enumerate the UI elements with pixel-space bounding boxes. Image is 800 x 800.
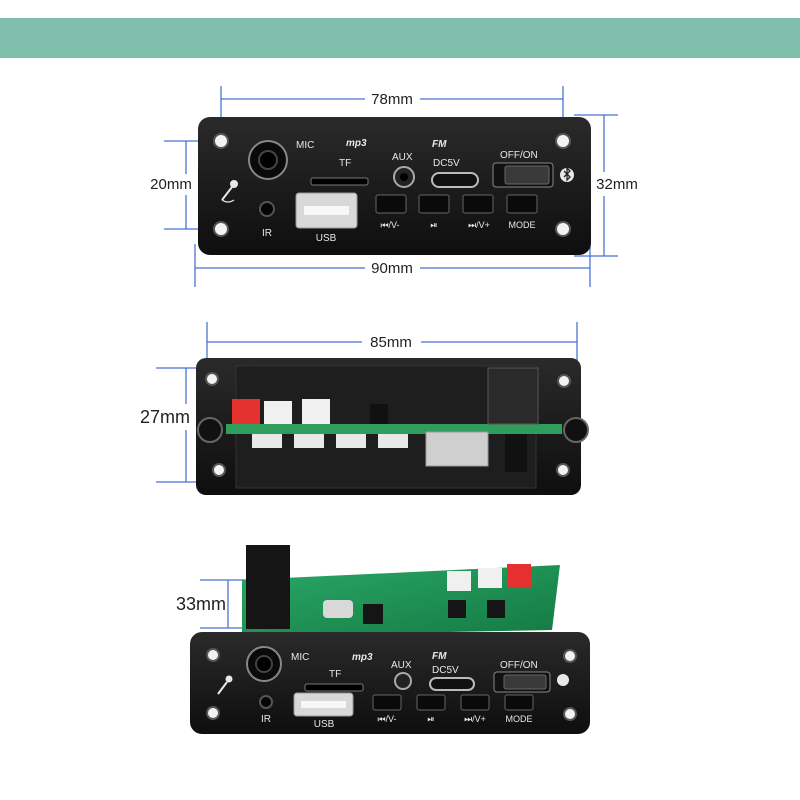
mount-screw (563, 417, 589, 443)
mic-jack-hole (255, 655, 273, 673)
tf-label-2: TF (329, 669, 341, 680)
screw-hole (563, 649, 577, 663)
tf-label: TF (339, 158, 351, 169)
screw-hole (206, 706, 220, 720)
screw-hole (206, 648, 220, 662)
tf-card-slot (304, 683, 364, 692)
chip (448, 600, 466, 618)
usb-port-tongue (301, 701, 346, 708)
offon-label: OFF/ON (500, 150, 538, 161)
red-connector (507, 564, 531, 588)
perspective-panel (190, 632, 590, 734)
screw-hole (563, 707, 577, 721)
red-connector (232, 399, 260, 424)
aux-label: AUX (392, 152, 413, 163)
ir-sensor (259, 695, 273, 709)
prev-label-2: ⏮/V- (377, 714, 396, 724)
bottom-connector (336, 434, 366, 448)
top-view: 85mm 27mm (140, 322, 589, 495)
mode-button[interactable] (504, 694, 534, 711)
mic-jack-body (246, 545, 290, 629)
tf-card-slot (310, 177, 369, 186)
bluetooth-icon (557, 674, 569, 686)
usb-label-2: USB (314, 719, 335, 730)
bottom-connector (378, 434, 408, 448)
ir-label-2: IR (261, 714, 271, 725)
power-switch-lever (504, 165, 550, 185)
microphone-icon (217, 675, 233, 695)
power-switch-block (487, 367, 539, 425)
power-switch-lever (503, 674, 547, 690)
next-button[interactable] (460, 694, 490, 711)
white-connector (302, 399, 330, 424)
mount-screw (197, 417, 223, 443)
front-view: 78mm 20mm 32mm 90mm MIC (150, 86, 638, 287)
prev-button[interactable] (372, 694, 402, 711)
chip (363, 604, 383, 624)
mode-button[interactable] (506, 194, 538, 214)
fm-logo: FM (432, 139, 447, 150)
screw-hole (213, 133, 229, 149)
prev-button[interactable] (375, 194, 407, 214)
crystal (323, 600, 353, 618)
next-label: ⏭/V+ (468, 220, 490, 230)
mic-label: MIC (296, 140, 314, 151)
dim-32-label: 32mm (596, 176, 638, 193)
offon-label-2: OFF/ON (500, 660, 538, 671)
screw-hole (555, 133, 571, 149)
dim-27-label: 27mm (140, 407, 190, 427)
white-connector (447, 571, 471, 591)
screw-hole (213, 221, 229, 237)
ir-sensor (259, 201, 275, 217)
usb-port-tongue (304, 206, 349, 215)
mp3-logo-2: mp3 (352, 652, 373, 663)
perspective-view: 33mm MIC IR mp3 TF USB FM AUX (176, 545, 590, 734)
play-label: ⏯ (430, 220, 437, 230)
play-label-2: ⏯ (427, 714, 434, 724)
mic-label-2: MIC (291, 652, 309, 663)
dim-85-label: 85mm (370, 334, 412, 351)
dc5v-label: DC5V (433, 158, 460, 169)
mode-label: MODE (509, 220, 536, 230)
dc5v-label-2: DC5V (432, 665, 459, 676)
play-button[interactable] (418, 194, 450, 214)
dim-20-label: 20mm (150, 176, 192, 193)
usb-label: USB (316, 233, 337, 244)
usb-c-port (429, 677, 475, 691)
screw-hole (556, 463, 570, 477)
top-banner (0, 18, 800, 58)
mp3-logo: mp3 (346, 138, 367, 149)
screw-hole (555, 221, 571, 237)
white-connector (478, 568, 502, 588)
dim-90-label: 90mm (371, 260, 413, 277)
bluetooth-glyph-icon (563, 166, 571, 182)
aux-label-2: AUX (391, 660, 412, 671)
ir-receiver (370, 404, 388, 424)
dim-33-label: 33mm (176, 594, 226, 614)
bottom-connector (252, 434, 282, 448)
play-button[interactable] (416, 694, 446, 711)
usb-c-port (431, 172, 479, 188)
pcb-edge (226, 424, 562, 434)
mic-jack-hole (258, 150, 278, 170)
aux-jack (394, 672, 412, 690)
next-label-2: ⏭/V+ (464, 714, 486, 724)
aux-jack-top (505, 434, 527, 472)
mode-label-2: MODE (506, 714, 533, 724)
usb-port-top (425, 431, 489, 467)
microphone-icon (221, 180, 238, 203)
prev-label: ⏮/V- (380, 220, 399, 230)
ir-label: IR (262, 228, 272, 239)
bottom-connector (294, 434, 324, 448)
white-connector (264, 401, 292, 424)
dim-78-label: 78mm (371, 91, 413, 108)
screw-hole (205, 372, 219, 386)
screw-hole (212, 463, 226, 477)
screw-hole (557, 374, 571, 388)
aux-jack-hole (400, 173, 408, 181)
next-button[interactable] (462, 194, 494, 214)
fm-logo-2: FM (432, 651, 447, 662)
chip (487, 600, 505, 618)
